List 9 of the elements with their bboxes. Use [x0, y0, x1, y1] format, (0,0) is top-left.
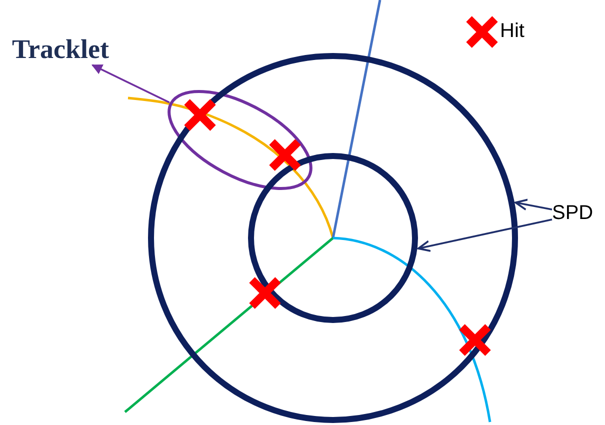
detector-ring: [148, 53, 518, 423]
label: SPD: [552, 202, 594, 225]
legend-label: Hit: [500, 20, 524, 43]
leader-arrow: [417, 218, 552, 252]
title-label: Tracklet: [12, 34, 109, 66]
detector-ring: [248, 153, 418, 323]
leader-arrow: [91, 64, 170, 104]
tracklet-ellipse: [168, 90, 312, 190]
leader-arrow: [514, 198, 552, 211]
